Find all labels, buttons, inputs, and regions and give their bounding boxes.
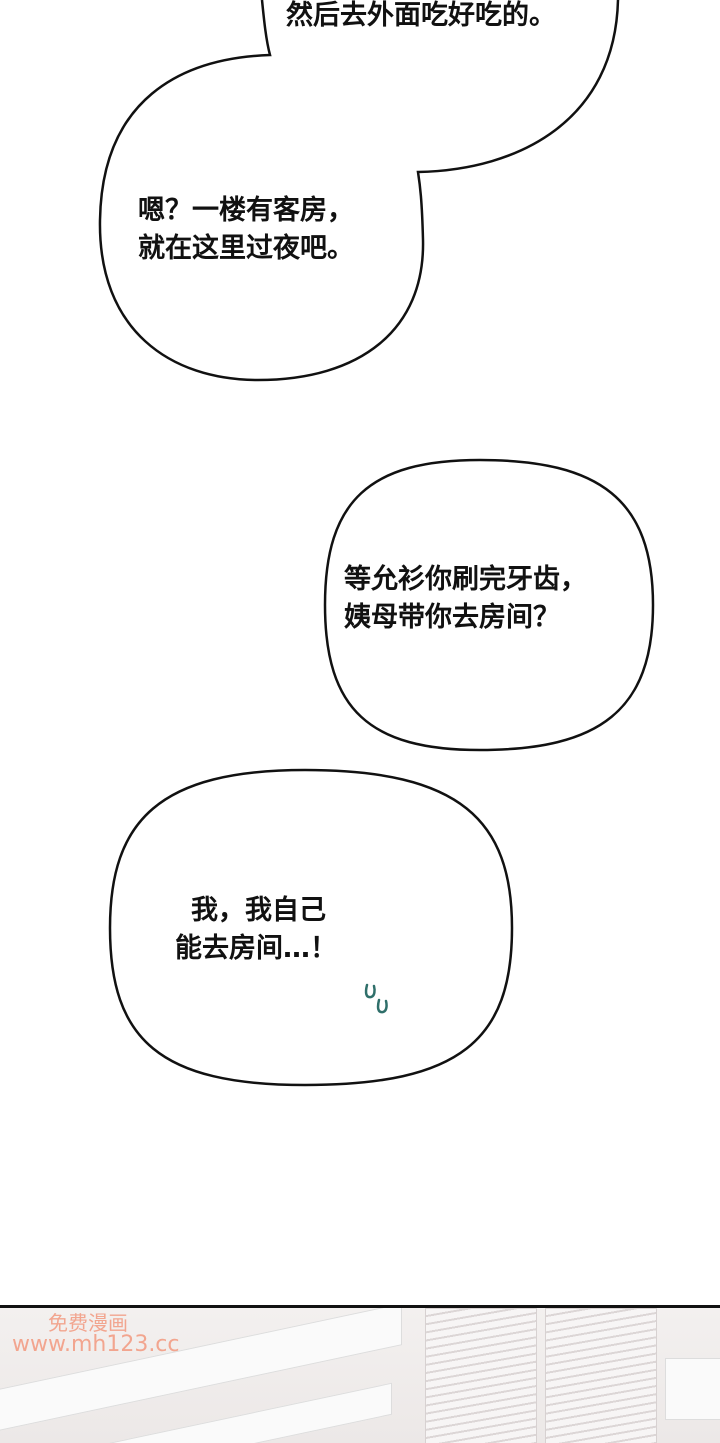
bubble-text-1: 然后去外面吃好吃的。 xyxy=(286,0,556,35)
speech-bubble-1-2 xyxy=(98,0,620,382)
side-shelf xyxy=(665,1358,720,1420)
watermark-url: www.mh123.cc xyxy=(12,1332,180,1357)
line: 就在这里过夜吧。 xyxy=(138,233,354,264)
cabinet-door-right xyxy=(545,1308,657,1443)
speech-bubble-3 xyxy=(323,458,655,752)
sweat-icon xyxy=(364,983,388,1014)
speech-bubbles xyxy=(98,0,655,1087)
line: 嗯？一楼有客房， xyxy=(138,195,354,226)
speech-bubble-4 xyxy=(108,768,514,1087)
cabinet-door-left xyxy=(425,1308,537,1443)
bubble-text-4: 我，我自己 能去房间…！ xyxy=(175,892,337,968)
line: 等允衫你刷完牙齿， xyxy=(344,564,587,595)
bubble-text-2: 嗯？一楼有客房， 就在这里过夜吧。 xyxy=(138,192,354,268)
line: 姨母带你去房间？ xyxy=(344,602,560,633)
watermark-title: 免费漫画 xyxy=(48,1311,128,1335)
bubble-text-3: 等允衫你刷完牙齿， 姨母带你去房间？ xyxy=(344,561,587,637)
next-panel-illustration: 免费漫画 www.mh123.cc xyxy=(0,1305,720,1443)
line: 然后去外面吃好吃的。 xyxy=(286,0,556,31)
line: 我，我自己 xyxy=(191,895,326,926)
line: 能去房间…！ xyxy=(175,933,337,964)
